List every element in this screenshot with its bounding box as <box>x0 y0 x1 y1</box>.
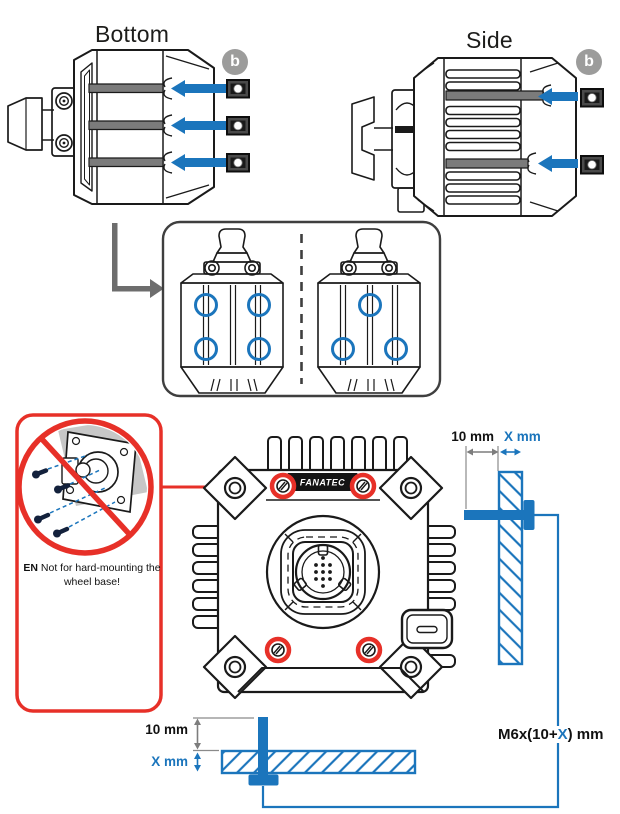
insert-arrow-icon <box>171 80 228 97</box>
side-view-title: Side <box>466 27 513 53</box>
insert-arrow-icon <box>171 154 228 171</box>
bottom-wall-thickness-label: X mm <box>151 754 188 769</box>
bottom-view-title: Bottom <box>95 21 170 47</box>
quick-release-hub <box>265 514 381 630</box>
insert-arrow-icon <box>538 88 578 105</box>
screw-highlight <box>349 472 377 500</box>
mount-point-highlight <box>194 293 218 317</box>
warning-callout <box>15 413 272 713</box>
screw-size-suffix: ) mm <box>567 726 604 743</box>
bottom-wall-depth-label: 10 mm <box>145 722 188 737</box>
screw-highlights <box>264 472 383 664</box>
insert-arrow-icons-bottom <box>171 80 228 171</box>
screw-highlight <box>355 636 383 664</box>
side-view-drawing <box>351 57 577 217</box>
warning-lang: EN <box>23 562 38 574</box>
power-button <box>400 608 454 650</box>
wheel-base-back-drawing: FANATEC <box>192 436 456 700</box>
prohibition-circle-icon <box>16 418 154 556</box>
screw-highlight <box>269 472 297 500</box>
mount-point-highlight <box>358 293 382 317</box>
mounting-points-box <box>161 220 442 398</box>
thickness-arrow <box>194 752 201 772</box>
mount-point-highlight <box>247 337 271 361</box>
step-badge-b: b <box>576 49 602 75</box>
depth-arrow <box>194 718 201 750</box>
mount-point-highlight <box>194 337 218 361</box>
slot-nut-icon <box>226 116 250 136</box>
connector-pins <box>314 556 332 588</box>
slot-nut-icon <box>580 88 604 108</box>
slot-nut-icons-bottom <box>226 79 250 173</box>
side-wall-section <box>464 446 535 666</box>
mount-point-highlight <box>331 337 355 361</box>
thickness-arrow <box>500 448 521 456</box>
brand-logo-text: FANATEC <box>300 478 345 488</box>
screw-callout-line <box>261 513 560 809</box>
insert-arrow-icon <box>538 155 578 172</box>
warning-message: Not for hard-mounting the wheel base! <box>40 562 161 589</box>
brand-logo: FANATEC <box>281 473 364 491</box>
side-wall-depth-label: 10 mm <box>451 429 494 444</box>
wall-panel <box>497 470 524 666</box>
warning-caption: EN Not for hard-mounting the wheel base! <box>22 561 162 589</box>
screw-size-label: M6x(10+X) mm <box>496 726 606 743</box>
heatsink-fins-side <box>445 69 521 205</box>
slot-nut-icon <box>226 79 250 99</box>
mount-point-highlight <box>384 337 408 361</box>
mount-screw-side <box>464 500 535 530</box>
screw-path-dashed-lines <box>47 454 116 528</box>
screw-size-prefix: M6x(10+ <box>498 726 558 743</box>
prohibition-slash-icon <box>37 435 134 538</box>
screw-highlight <box>264 636 292 664</box>
mount-slots <box>88 83 164 168</box>
slot-nut-icon <box>226 153 250 173</box>
slot-nut-icon <box>580 155 604 175</box>
depth-arrow <box>466 448 499 456</box>
mount-point-highlights <box>194 293 408 361</box>
mount-point-highlight <box>247 293 271 317</box>
bottom-wall-section <box>193 717 417 786</box>
mount-screw-bottom <box>248 717 279 786</box>
step-badge-b: b <box>222 49 248 75</box>
slot-nut-icons-side <box>580 88 604 175</box>
side-wall-thickness-label: X mm <box>504 429 541 444</box>
screw-size-variable: X <box>557 726 568 743</box>
transfer-arrow-icon <box>112 223 164 298</box>
wall-panel <box>220 749 417 775</box>
insert-arrow-icon <box>171 117 228 134</box>
corner-screws <box>223 476 423 679</box>
insert-arrow-icons-side <box>538 88 578 172</box>
